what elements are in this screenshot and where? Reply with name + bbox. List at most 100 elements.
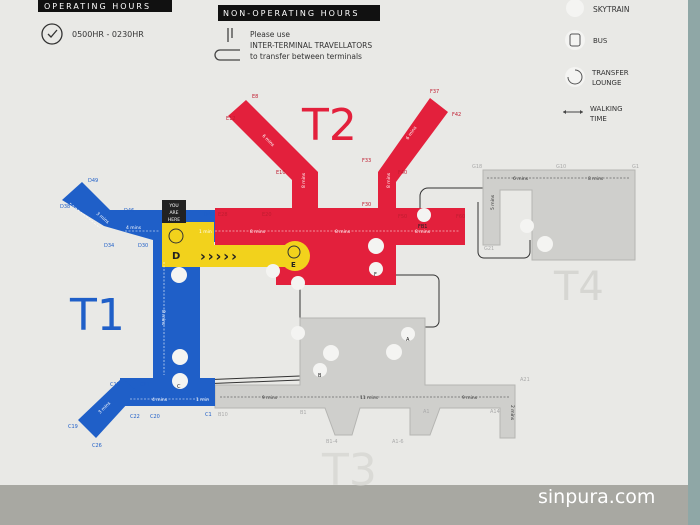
map-label: D49 [88,178,98,184]
map-label: F50 [398,214,407,220]
map-label: C20 [150,414,160,420]
station-f: F [374,272,377,278]
transfer-lounge-icon [565,67,585,87]
map-label: F60 [456,214,465,220]
map-label: D30 [138,243,148,249]
station-e: E [291,261,296,269]
legend-bus: BUS [593,37,608,45]
map-label: F42 [452,112,461,118]
map-label: E12 [226,116,236,122]
map-label: 6 mins [513,176,529,182]
map-label: 4 mins [152,397,168,403]
station-d: D [172,251,180,262]
map-label: G1 [632,164,639,170]
map-label: 1 min [196,397,209,403]
station-c: C [177,384,181,390]
terminal-4-building [482,169,636,261]
station-b: B [318,373,322,379]
terminal-t2-label: T2 [301,100,357,151]
station-markers [171,208,553,389]
you-are-here-box [162,200,186,223]
legend-transfer-2: LOUNGE [592,79,621,87]
map-label: 11 mins [360,395,379,401]
skytrain-icon [313,363,327,377]
station-a: A [406,337,410,343]
you-are-here-line2: ARE [169,210,178,216]
svg-text:›››››: ››››› [200,249,239,265]
map-label: 2 mins [509,405,515,421]
map-label: C19 [68,424,78,430]
map-label: E8 [252,94,258,100]
map-label: FB1 [418,224,428,230]
transfer-lounge-icon [323,345,339,361]
skytrain-icon [287,245,301,259]
map-label: 8 mins [301,172,307,188]
you-are-here-line3: HERE [168,217,180,223]
map-label: A21 [520,377,530,383]
legend-skytrain: SKYTRAIN [593,5,629,14]
skytrain-icon [168,228,184,244]
clock-icon [41,23,63,45]
bus-icon [291,326,305,340]
map-label: D40 [204,212,214,218]
map-label: D46 [124,208,134,214]
map-label: G10 [556,164,566,170]
map-label: 9 mins [462,395,478,401]
transfer-lounge-icon [171,267,187,283]
map-label: A1 [423,409,430,415]
terminal-t3-label: T3 [321,445,377,496]
map-label: B10 [218,412,228,418]
map-label: C1 [205,412,212,418]
non-operating-title: NON-OPERATING HOURS [223,9,359,18]
bus-icon [417,208,431,222]
map-label: 5 mins [490,194,496,210]
bus-icon [565,30,585,50]
skytrain-icon [401,327,415,341]
operating-hours-title: OPERATING HOURS [44,2,151,11]
travellator-icon [214,28,240,61]
transfer-lounge-icon [537,236,553,252]
non-operating-line2: INTER-TERMINAL TRAVELLATORS [250,41,372,50]
map-label: F37 [430,89,439,95]
watermark: sinpura.com [538,486,655,508]
transfer-lounge-icon [172,349,188,365]
terminal-t4-label: T4 [553,264,604,310]
map-label: B1 [300,410,307,416]
map-label: A1-6 [392,439,404,445]
map-label: C22 [130,414,140,420]
skytrain-icon [172,373,188,389]
map-label: 1 min [199,229,212,235]
map-label: C15 [110,382,120,388]
map-label: E20 [262,212,272,218]
map-label: F40 [398,170,407,176]
map-label: B1-4 [326,439,338,445]
legend-walking-2: TIME [589,115,607,123]
operating-hours-banner [38,0,172,12]
map-label: C26 [92,443,102,449]
legend-transfer-1: TRANSFER [591,69,629,77]
map-label: F30 [362,202,371,208]
map-label: 4 mins [126,225,142,231]
map-label: F33 [362,158,371,164]
map-label: 8 mins [588,176,604,182]
map-label: 8 mins [250,229,266,235]
you-are-here-line1: YOU [168,203,178,209]
transfer-lounge-icon [266,264,280,278]
skytrain-icon [369,262,383,276]
map-label: 8 mins [335,229,351,235]
transfer-lounge-icon [386,344,402,360]
bus-icon [291,276,305,290]
map-label: E10 [276,170,286,176]
window-glass [688,0,700,525]
skytrain-link-d-e: ››››› [162,222,310,271]
non-operating-banner [218,5,380,21]
map-label: G21 [484,246,494,252]
skytrain-icon [566,0,584,17]
non-operating-line1: Please use [250,30,290,39]
operating-hours-value: 0500HR - 0230HR [72,30,144,39]
map-label: 8 mins [415,229,431,235]
walking-time-icon [563,110,583,114]
map-label: 9 mins [262,395,278,401]
map-label: 8 mins [386,172,392,188]
